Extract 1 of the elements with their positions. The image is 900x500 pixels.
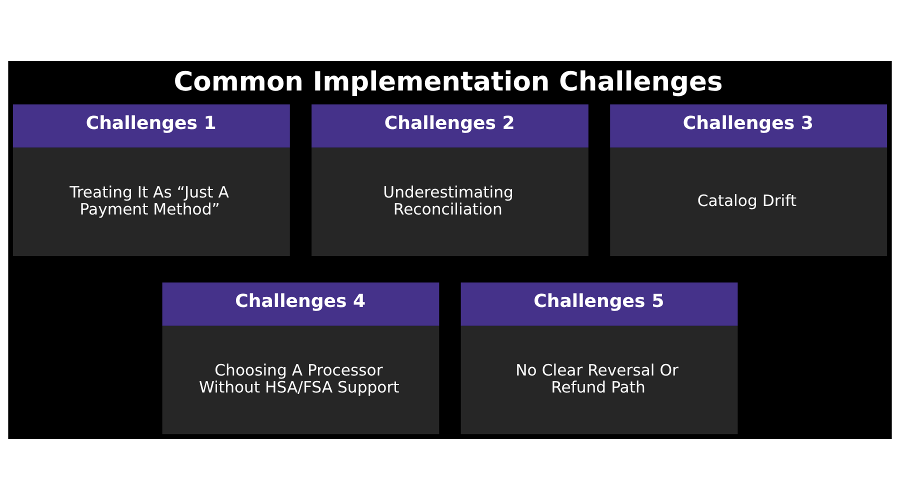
diagram-title: Common Implementation Challenges: [174, 66, 723, 98]
